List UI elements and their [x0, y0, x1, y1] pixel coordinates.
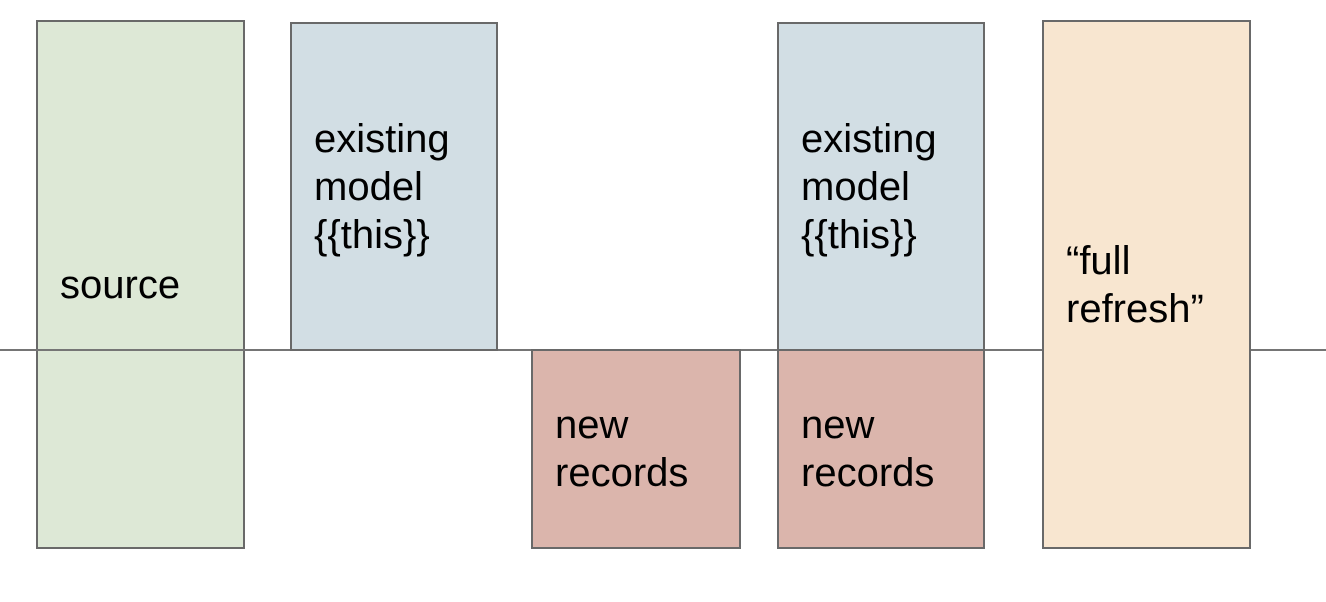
box-full-refresh-label: “full refresh” — [1066, 238, 1204, 331]
box-existing-model-left: existing model {{this}} — [290, 22, 498, 351]
box-new-records-right: new records — [777, 349, 985, 549]
box-existing-model-right-label: existing model {{this}} — [801, 116, 937, 257]
box-new-records-left-label: new records — [555, 403, 689, 495]
box-new-records-right-label: new records — [801, 403, 935, 495]
box-source: source — [36, 20, 245, 549]
box-source-label: source — [60, 262, 181, 307]
box-existing-model-right: existing model {{this}} — [777, 22, 985, 351]
box-new-records-left: new records — [531, 349, 741, 549]
box-full-refresh: “full refresh” — [1042, 20, 1251, 549]
box-existing-model-left-label: existing model {{this}} — [314, 116, 450, 257]
